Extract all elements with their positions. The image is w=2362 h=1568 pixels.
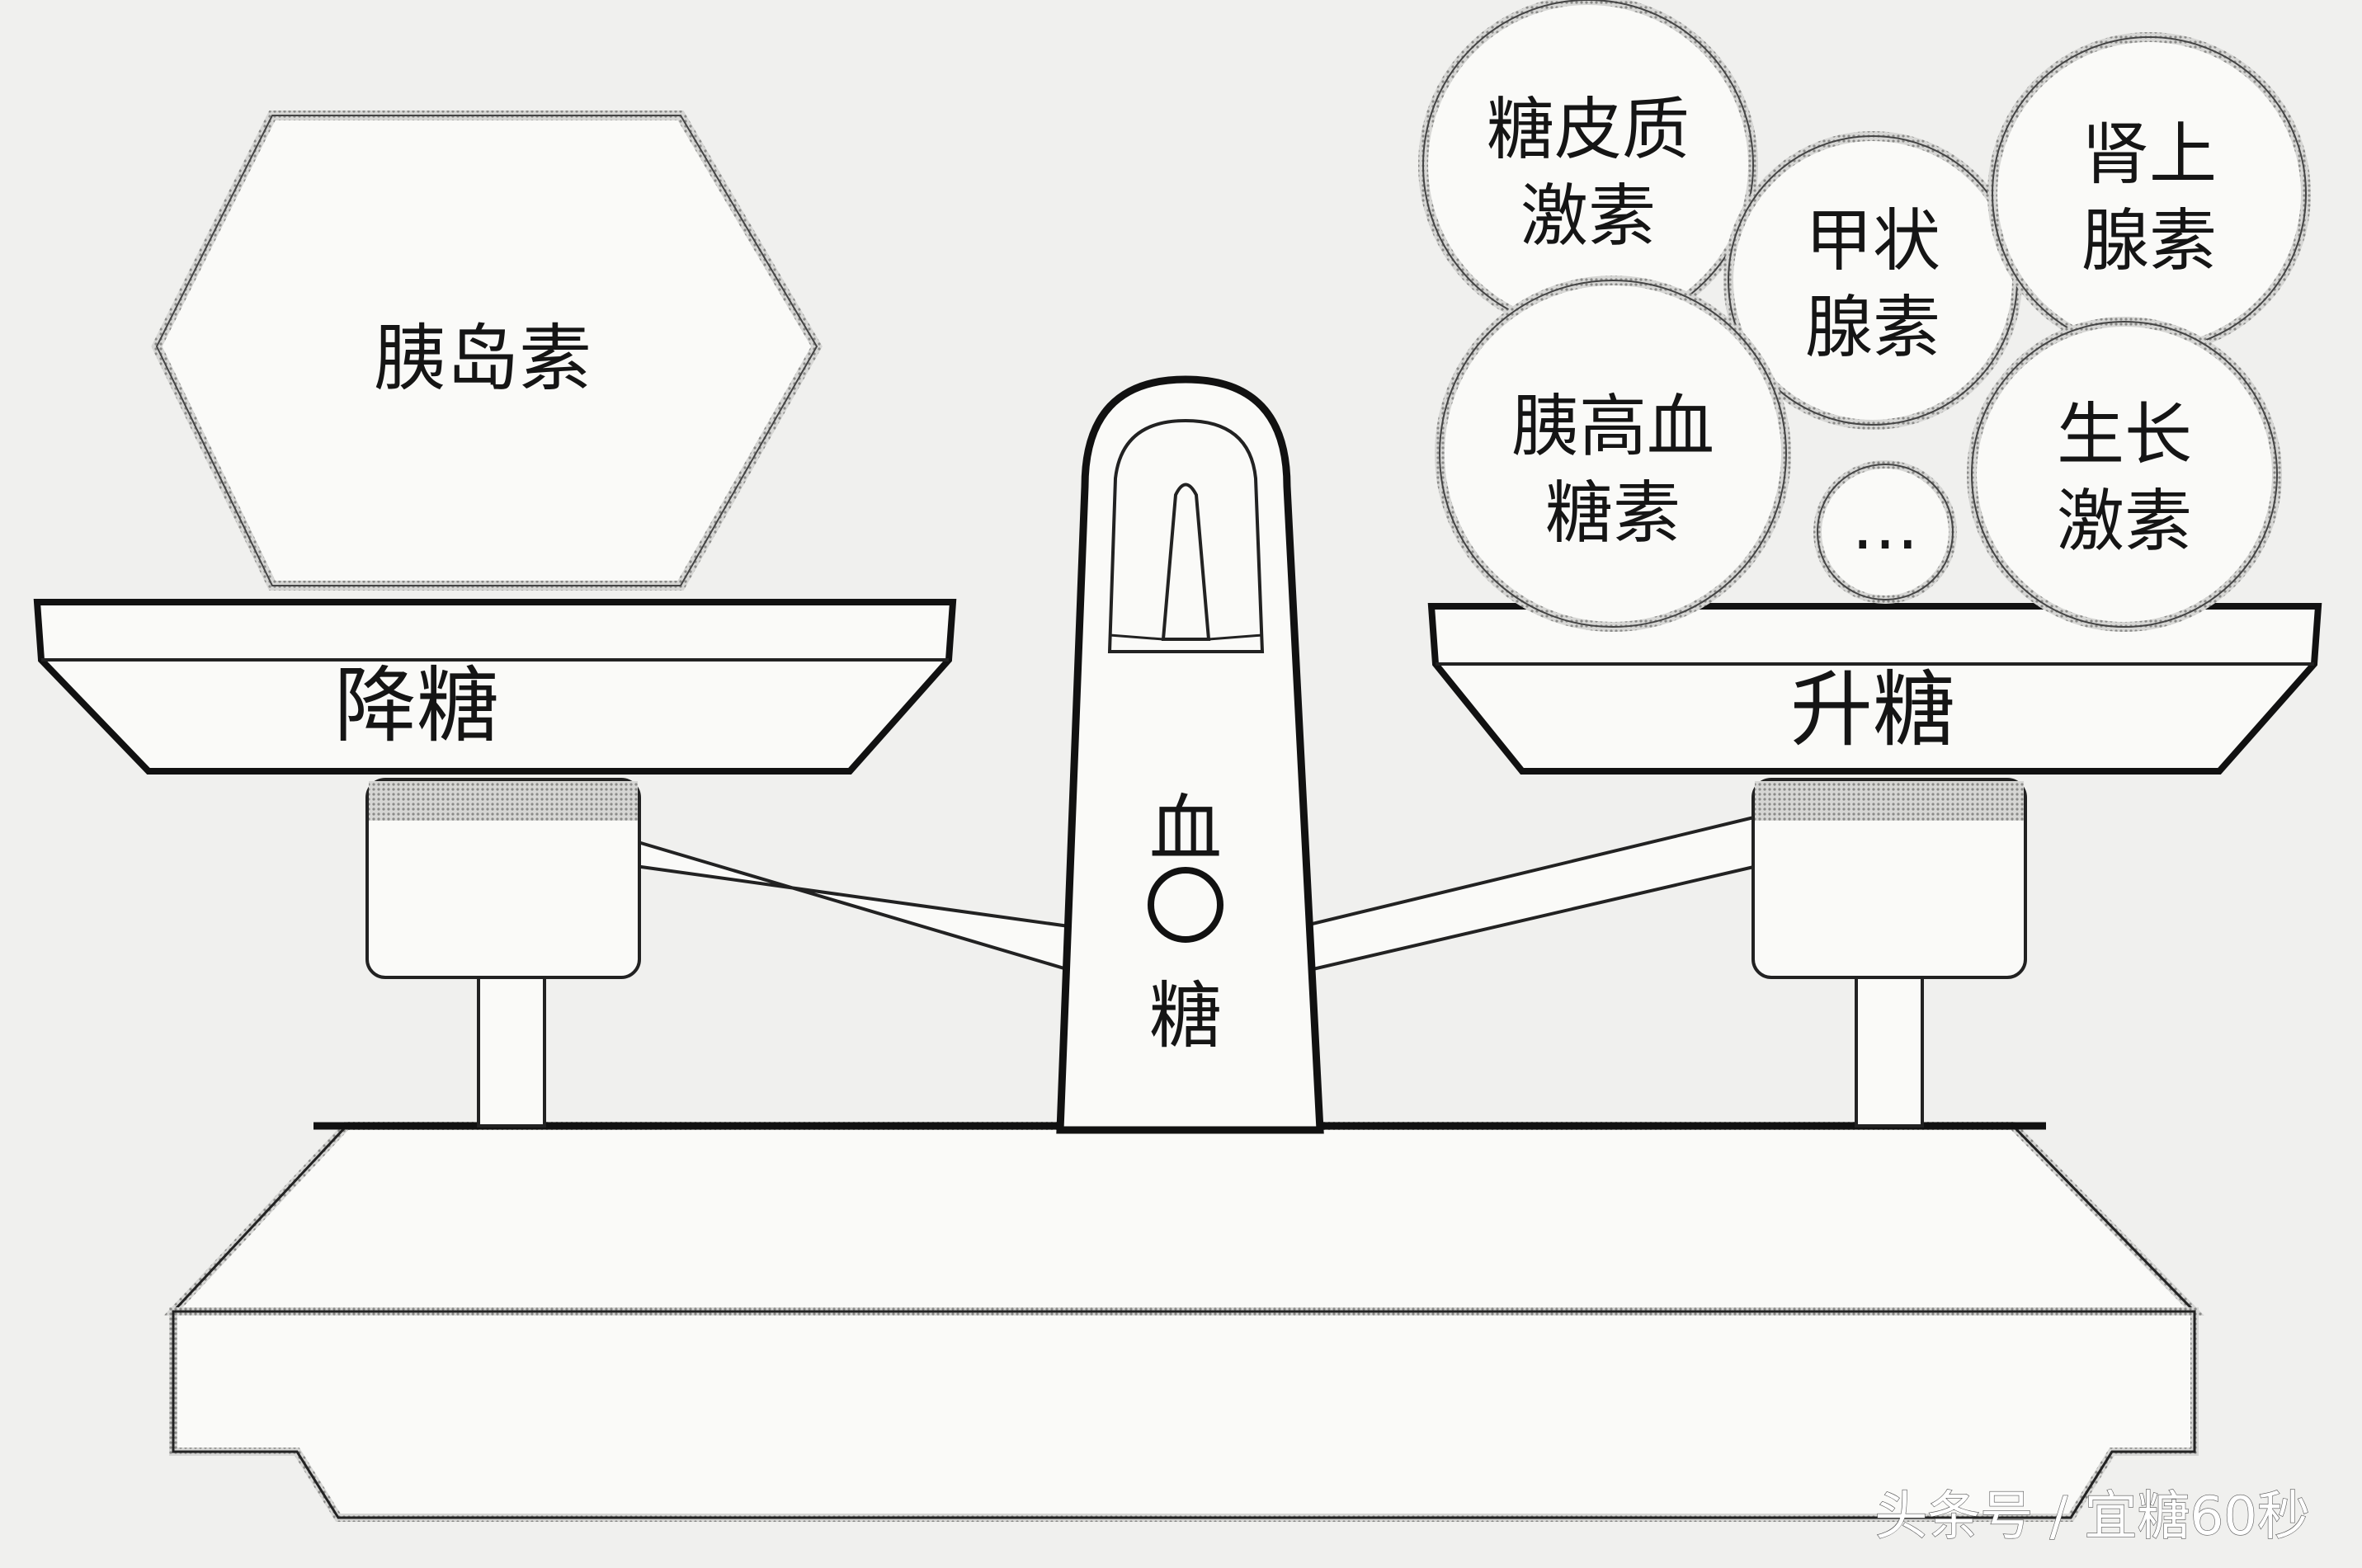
right-pan-support bbox=[1751, 778, 2027, 1128]
scale-base bbox=[163, 1122, 2204, 1522]
weight-growth-hormone: 生长 激素 bbox=[1967, 317, 2282, 632]
weight-glucagon-line1: 胰高血 bbox=[1511, 388, 1714, 466]
weight-adrenaline-line2: 腺素 bbox=[2081, 202, 2217, 280]
weight-thyroid-line2: 腺素 bbox=[1805, 289, 1940, 367]
left-pan-support bbox=[365, 778, 641, 1128]
right-pan: 升糖 bbox=[1427, 603, 2322, 775]
column-char-top: 血 bbox=[1149, 786, 1222, 871]
weight-growth-hormone-line1: 生长 bbox=[2057, 396, 2192, 474]
weight-glucagon-line2: 糖素 bbox=[1545, 474, 1681, 553]
center-column: 血 糖 bbox=[1056, 375, 1324, 1134]
left-pan: 降糖 bbox=[33, 599, 957, 775]
weight-adrenaline: 肾上 腺素 bbox=[1987, 32, 2311, 356]
weight-thyroid-line1: 甲状 bbox=[1805, 202, 1940, 280]
weight-more-label: … bbox=[1851, 487, 1919, 565]
weight-adrenaline-line1: 肾上 bbox=[2081, 115, 2217, 194]
left-pan-label: 降糖 bbox=[334, 657, 499, 754]
weight-cortisol-line2: 激素 bbox=[1520, 177, 1656, 256]
column-char-bottom: 糖 bbox=[1149, 973, 1222, 1058]
weight-cortisol-line1: 糖皮质 bbox=[1487, 91, 1690, 169]
weight-growth-hormone-line2: 激素 bbox=[2057, 483, 2192, 561]
weight-glucagon: 胰高血 糖素 bbox=[1435, 275, 1791, 632]
weight-insulin: 胰岛素 bbox=[151, 111, 823, 591]
weight-thyroid: 甲状 腺素 bbox=[1723, 131, 2022, 430]
watermark: 头条号 / 宜糖60秒 bbox=[1874, 1486, 2310, 1547]
weight-insulin-label: 胰岛素 bbox=[374, 316, 592, 401]
right-pan-label: 升糖 bbox=[1790, 662, 1955, 758]
pivot-circle bbox=[1148, 867, 1223, 943]
weight-more: … bbox=[1813, 460, 1957, 604]
